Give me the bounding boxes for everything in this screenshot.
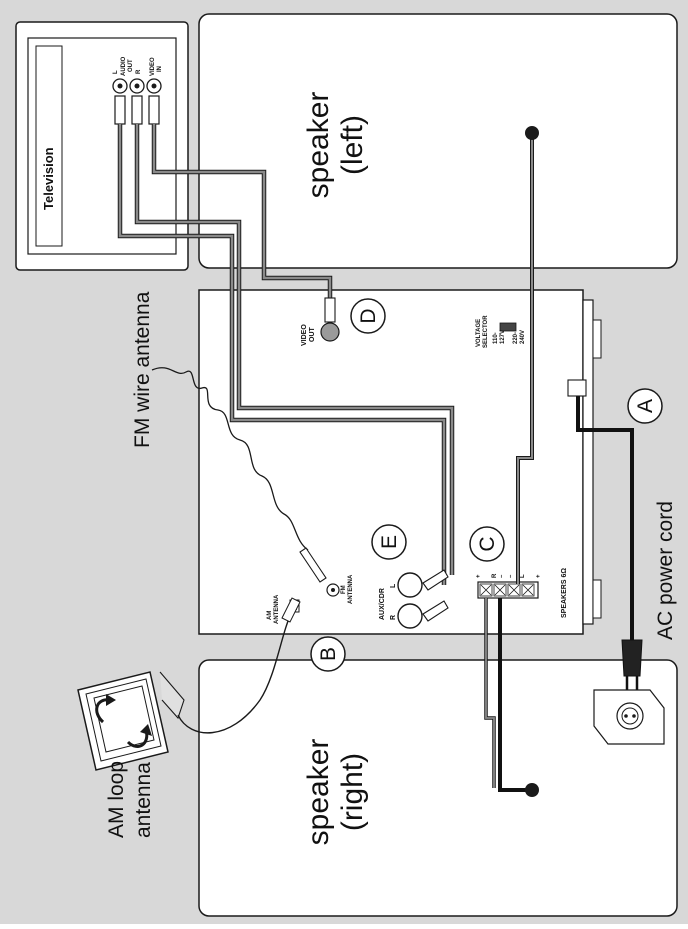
aux-r-label: R — [390, 615, 397, 620]
tv-plug-r — [131, 95, 143, 125]
power-cord-grommet — [567, 379, 587, 397]
speaker-terminals: + R – – L + SPEAKERS 6Ω — [476, 568, 568, 618]
ac-power-cord-label: AC power cord — [654, 501, 677, 640]
callout-a: A — [627, 388, 663, 424]
speaker-left-label-1: speaker — [302, 92, 335, 199]
aux-cdr-label: AUX/CDR — [379, 588, 386, 620]
tv-plug-l — [114, 95, 126, 125]
aux-jack-l — [397, 572, 423, 598]
video-out-label-1: VIDEO — [301, 324, 308, 346]
wall-socket-icon — [593, 689, 665, 745]
voltage-selector-label-2: SELECTOR — [483, 315, 489, 348]
tv-audio-out-label-1: AUDIO — [121, 56, 127, 76]
spk-minus-1-label: – — [499, 574, 505, 578]
spk-plus-bottom-label: + — [536, 574, 542, 578]
am-antenna-wire — [177, 611, 293, 734]
television: Television L AUDIO OUT R VIDEO IN — [15, 21, 189, 271]
callout-e-label: E — [378, 535, 401, 549]
callout-b: B — [310, 636, 346, 672]
aux-plug-l — [422, 569, 449, 591]
speaker-left-label-2: (left) — [336, 115, 369, 175]
callout-a-label: A — [634, 399, 657, 413]
speaker-left: speaker (left) — [198, 13, 678, 269]
spk-plus-top-label: + — [476, 574, 482, 578]
callout-c: C — [469, 526, 505, 562]
am-antenna-label-2: antenna — [132, 762, 155, 838]
callout-b-label: B — [317, 647, 340, 661]
am-antenna-jack-label-2: ANTENNA — [274, 594, 280, 624]
am-antenna-jack-label-1: AM — [267, 611, 273, 620]
callout-c-label: C — [476, 536, 499, 551]
voltage-220-label: 220- — [513, 332, 519, 344]
video-out-label-2: OUT — [309, 327, 316, 343]
speaker-right: speaker (right) — [198, 659, 678, 917]
speaker-right-label-1: speaker — [302, 739, 335, 846]
power-plug-icon — [621, 639, 643, 677]
aux-cdr-jacks: AUX/CDR L R — [379, 572, 423, 629]
tv-l-label: L — [113, 70, 119, 74]
fm-antenna-jack: FM ANTENNA — [326, 574, 354, 604]
voltage-selector: VOLTAGE SELECTOR 110- 127V 220- 240V — [476, 315, 526, 348]
video-out-plug — [324, 297, 336, 323]
aux-plug-r — [422, 600, 449, 622]
am-loop-antenna — [77, 671, 185, 771]
spk-r-label: R — [492, 573, 498, 578]
fm-antenna-plug — [299, 547, 327, 583]
voltage-240-label: 240V — [520, 330, 526, 344]
aux-l-label: L — [390, 583, 397, 588]
speaker-left-terminal — [525, 126, 539, 140]
callout-d-label: D — [357, 308, 380, 323]
voltage-127-label: 127V — [500, 330, 506, 344]
tv-video-in-label-2: IN — [157, 66, 163, 72]
television-label: Television — [41, 147, 56, 210]
speakers-label: SPEAKERS 6Ω — [561, 568, 568, 618]
tv-video-in-label-1: VIDEO — [150, 57, 156, 76]
voltage-110-label: 110- — [493, 332, 499, 344]
callout-e: E — [371, 524, 407, 560]
am-antenna-label-1: AM loop — [105, 761, 128, 838]
speaker-right-terminal — [525, 783, 539, 797]
video-out-jack: VIDEO OUT — [301, 322, 340, 346]
speaker-right-label-2: (right) — [336, 753, 369, 831]
spk-l-label: L — [520, 574, 526, 578]
fm-antenna-jack-label-2: ANTENNA — [348, 574, 354, 604]
tv-audio-out-label-2: OUT — [128, 59, 134, 72]
am-antenna-connector — [281, 597, 301, 623]
tv-r-label: R — [136, 69, 142, 74]
callout-d: D — [350, 298, 386, 334]
ac-power-cord — [576, 388, 634, 640]
aux-jack-r — [397, 603, 423, 629]
speaker-wire-right-black — [498, 598, 532, 792]
tv-plug-video — [148, 95, 160, 125]
fm-antenna-jack-label-1: FM — [341, 585, 347, 594]
unit-foot-bottom — [592, 579, 602, 619]
fm-wire-antenna — [151, 367, 309, 551]
fm-antenna-label: FM wire antenna — [131, 291, 154, 448]
unit-foot-top — [592, 319, 602, 359]
spk-minus-2-label: – — [508, 574, 514, 578]
voltage-selector-label-1: VOLTAGE — [476, 319, 482, 347]
